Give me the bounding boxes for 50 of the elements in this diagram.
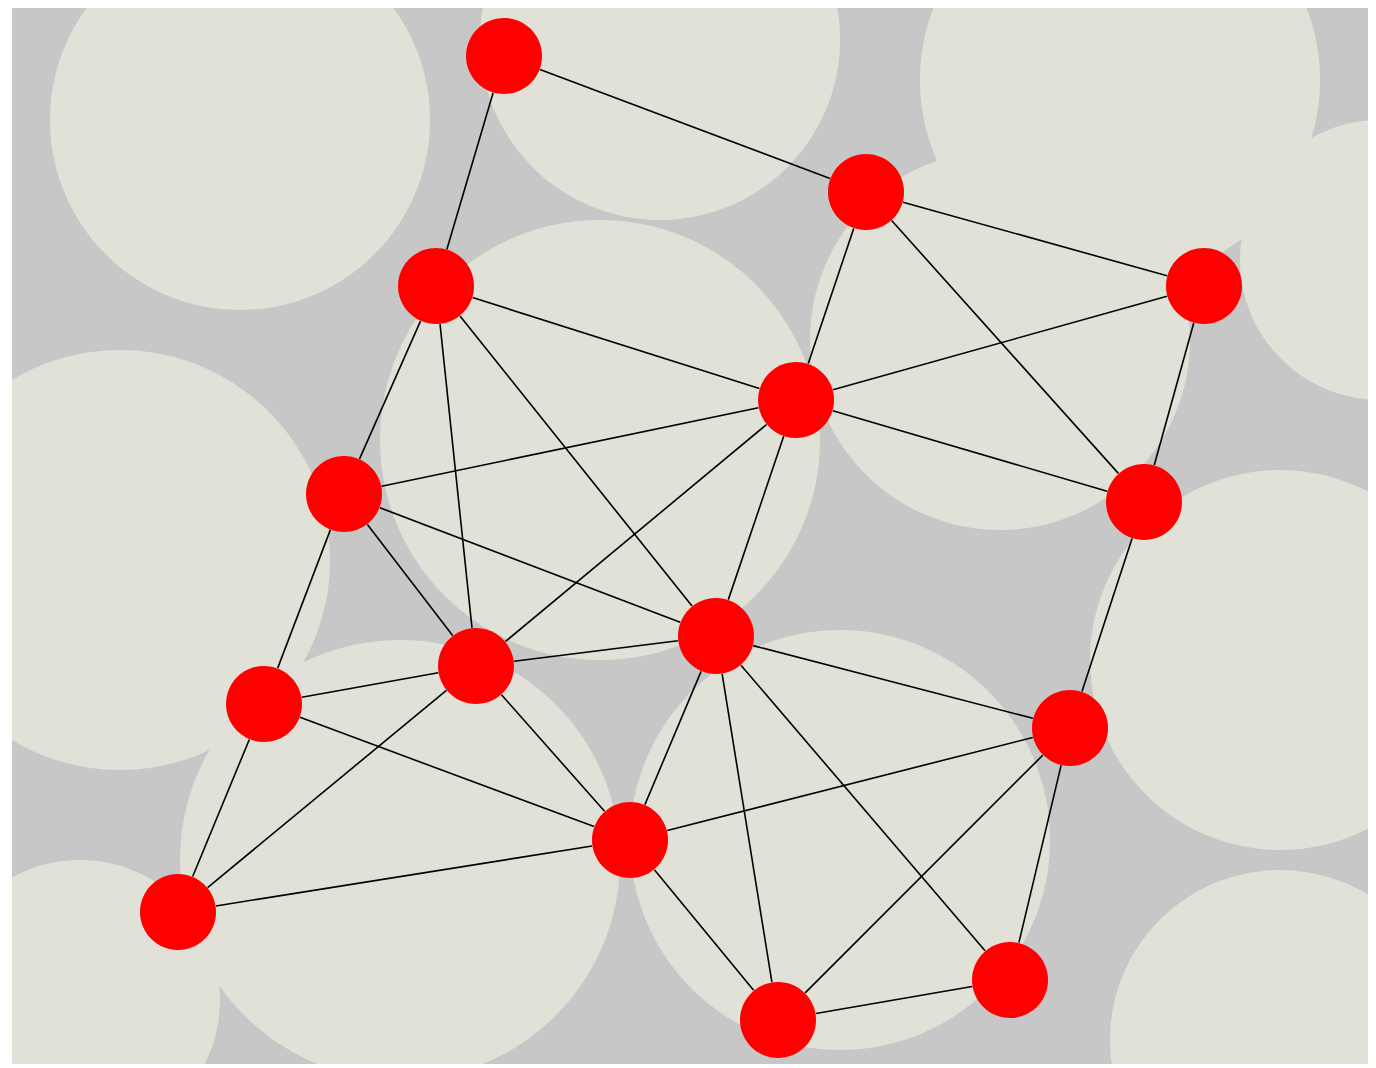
graph-edge	[471, 296, 761, 390]
graph-edge	[1153, 322, 1195, 466]
graph-edge	[500, 693, 606, 813]
graph-vertex	[678, 598, 754, 674]
graph-edge	[807, 227, 855, 365]
graph-vertex	[1032, 690, 1108, 766]
graph-edge	[644, 670, 702, 806]
graph-vertex	[758, 362, 834, 438]
graph-edge	[752, 644, 1034, 720]
graph-vertex	[828, 154, 904, 230]
graph-vertex	[466, 18, 542, 94]
graph-edge	[721, 673, 773, 983]
graph-vertex	[140, 874, 216, 950]
graph-vertex	[398, 248, 474, 324]
graph-edge	[439, 323, 473, 629]
graph-edge	[504, 423, 768, 643]
graph-edge	[215, 845, 593, 907]
graph-edge	[366, 523, 454, 637]
graph-edge	[902, 201, 1168, 277]
graph-edge	[815, 985, 973, 1015]
graph-vertex	[226, 666, 302, 742]
graph-edge	[804, 754, 1044, 994]
graph-edge	[653, 868, 755, 992]
graph-edge	[890, 219, 1120, 475]
graph-edge	[191, 738, 251, 878]
graph-edge	[358, 320, 422, 460]
graph-edge	[459, 315, 693, 607]
graph-edge	[446, 92, 494, 250]
graph-vertex	[740, 982, 816, 1058]
graph-edge	[1018, 764, 1062, 944]
graph-vertex	[1166, 248, 1242, 324]
graph-edge	[666, 736, 1034, 832]
graph-edge	[740, 664, 986, 952]
graph-vertex	[306, 456, 382, 532]
graph-vertex	[972, 942, 1048, 1018]
graph-edge	[539, 68, 831, 180]
graph-edge	[832, 295, 1168, 391]
graph-edge	[832, 409, 1108, 492]
graph-vertex	[1106, 464, 1182, 540]
graph-edge	[301, 671, 439, 698]
graph-edge	[379, 506, 681, 624]
graph-edge	[727, 435, 785, 601]
graph-edge	[513, 639, 679, 662]
graph-vertex	[592, 802, 668, 878]
graph-edge	[206, 689, 448, 889]
graph-edge	[1081, 537, 1133, 693]
graph-edge	[299, 716, 595, 828]
graph-edge	[276, 529, 332, 669]
graph-edge	[380, 407, 760, 487]
graph-vertex	[438, 628, 514, 704]
